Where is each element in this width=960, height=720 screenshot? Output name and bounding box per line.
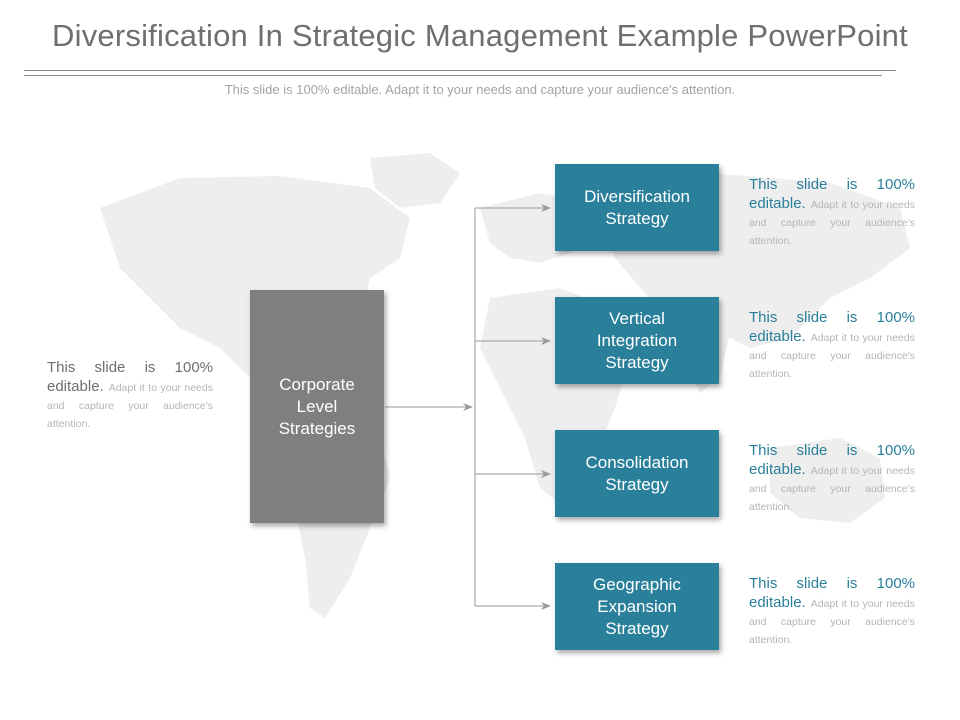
- north-america-shape: [100, 176, 410, 398]
- left-note: This slide is 100% editable. Adapt it to…: [47, 358, 213, 432]
- right-note-1: This slide is 100% editable. Adapt it to…: [749, 175, 915, 249]
- right-note-rest: Adapt it to your needs and capture your …: [749, 465, 915, 513]
- vertical-integration-strategy-box: Vertical Integration Strategy: [555, 297, 719, 384]
- diversification-strategy-box: Diversification Strategy: [555, 164, 719, 251]
- strategy-box-label: Diversification Strategy: [584, 186, 690, 228]
- strategy-box-label: Vertical Integration Strategy: [596, 308, 678, 372]
- greenland-shape: [370, 153, 460, 208]
- australia-shape: [770, 438, 885, 523]
- right-note-3: This slide is 100% editable. Adapt it to…: [749, 441, 915, 515]
- right-note-rest: Adapt it to your needs and capture your …: [749, 199, 915, 247]
- left-note-lead: This slide is 100% editable.: [47, 359, 213, 395]
- left-note-rest: Adapt it to your needs and capture your …: [47, 382, 213, 430]
- strategy-box-label: Geographic Expansion Strategy: [593, 574, 681, 638]
- slide-subtitle: This slide is 100% editable. Adapt it to…: [224, 82, 736, 97]
- corporate-box-label: Corporate Level Strategies: [278, 374, 356, 438]
- title-rule: [24, 70, 896, 71]
- right-note-4: This slide is 100% editable. Adapt it to…: [749, 574, 915, 648]
- right-note-rest: Adapt it to your needs and capture your …: [749, 598, 915, 646]
- consolidation-strategy-box: Consolidation Strategy: [555, 430, 719, 517]
- right-note-lead: This slide is 100% editable.: [749, 442, 915, 478]
- right-note-lead: This slide is 100% editable.: [749, 575, 915, 611]
- right-note-lead: This slide is 100% editable.: [749, 176, 915, 212]
- right-note-rest: Adapt it to your needs and capture your …: [749, 332, 915, 380]
- right-note-lead: This slide is 100% editable.: [749, 309, 915, 345]
- geographic-expansion-strategy-box: Geographic Expansion Strategy: [555, 563, 719, 650]
- slide-title: Diversification In Strategic Management …: [52, 18, 908, 53]
- strategy-box-label: Consolidation Strategy: [585, 452, 689, 494]
- title-rule-secondary: [24, 75, 882, 76]
- right-note-2: This slide is 100% editable. Adapt it to…: [749, 308, 915, 382]
- corporate-level-strategies-box: Corporate Level Strategies: [250, 290, 384, 523]
